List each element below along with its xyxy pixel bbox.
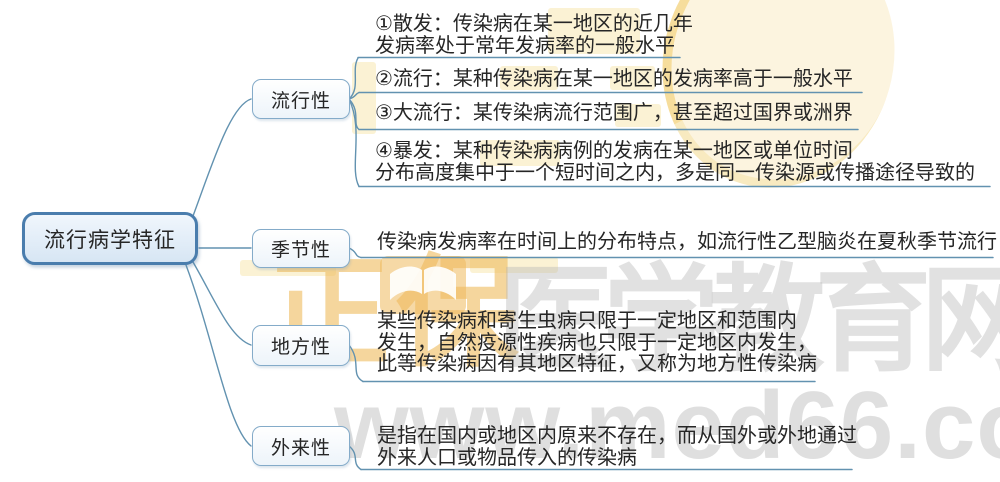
topic-text-line: 发病率处于常年发病率的一般水平 xyxy=(375,34,675,57)
branch-node-exoticism[interactable]: 外来性 xyxy=(252,426,350,466)
link-root-to-endemicity xyxy=(192,261,252,346)
topic-text-line: ①散发：传染病在某一地区的近几年 xyxy=(375,13,693,35)
root-node[interactable]: 流行病学特征 xyxy=(22,212,198,265)
branch-node-endemicity[interactable]: 地方性 xyxy=(252,325,350,366)
branch-node-epidemicity[interactable]: 流行性 xyxy=(252,79,350,119)
topic-text-line: ③大流行：某传染病流行范围广，甚至超过国界或洲界 xyxy=(375,102,853,124)
topic-text-line: 发生，自然疫源性疾病也只限于一定地区内发生， xyxy=(377,331,817,354)
link-root-to-epidemicity xyxy=(192,98,252,217)
topic-text-line: 分布高度集中于一个短时间之内，多是同一传染源或传播途径导致的 xyxy=(375,161,975,184)
link-epidemicity-item4 xyxy=(348,98,360,188)
topic-sporadic[interactable]: ①散发：传染病在某一地区的近几年 发病率处于常年发病率的一般水平 xyxy=(375,13,693,57)
topic-text-line: ②流行：某种传染病在某一地区的发病率高于一般水平 xyxy=(375,68,853,90)
link-exoticism-item xyxy=(348,445,362,471)
topic-text-line: 是指在国内或地区内原来不存在，而从国外或外地通过 xyxy=(377,425,857,447)
topic-outbreak[interactable]: ④暴发：某种传染病病例的发病在某一地区或单位时间 分布高度集中于一个短时间之内，… xyxy=(375,140,975,184)
topic-endemicity[interactable]: 某些传染病和寄生虫病只限于一定地区和范围内 发生，自然疫源性疾病也只限于一定地区… xyxy=(377,310,817,376)
link-epidemicity-item1 xyxy=(348,57,359,100)
topic-text-line: 某些传染病和寄生虫病只限于一定地区和范围内 xyxy=(377,310,797,332)
link-seasonality-item xyxy=(348,247,362,259)
topic-epidemic[interactable]: ②流行：某种传染病在某一地区的发病率高于一般水平 xyxy=(375,68,853,91)
topic-text-line: 外来人口或物品传入的传染病 xyxy=(377,446,637,469)
branch-node-seasonality[interactable]: 季节性 xyxy=(252,229,350,268)
link-epidemicity-item2 xyxy=(348,91,360,100)
topic-text-line: 此等传染病因有其地区特征，又称为地方性传染病 xyxy=(377,353,817,375)
link-endemicity-item xyxy=(348,344,364,383)
topic-text-line: 传染病发病率在时间上的分布特点，如流行性乙型脑炎在夏秋季节流行 xyxy=(377,231,997,253)
topic-pandemic[interactable]: ③大流行：某传染病流行范围广，甚至超过国界或洲界 xyxy=(375,102,853,125)
topic-exoticism[interactable]: 是指在国内或地区内原来不存在，而从国外或外地通过 外来人口或物品传入的传染病 xyxy=(377,425,857,469)
topic-seasonality[interactable]: 传染病发病率在时间上的分布特点，如流行性乙型脑炎在夏秋季节流行 xyxy=(377,231,997,254)
topic-text-line: ④暴发：某种传染病病例的发病在某一地区或单位时间 xyxy=(375,140,853,162)
link-root-to-exoticism xyxy=(185,264,252,447)
